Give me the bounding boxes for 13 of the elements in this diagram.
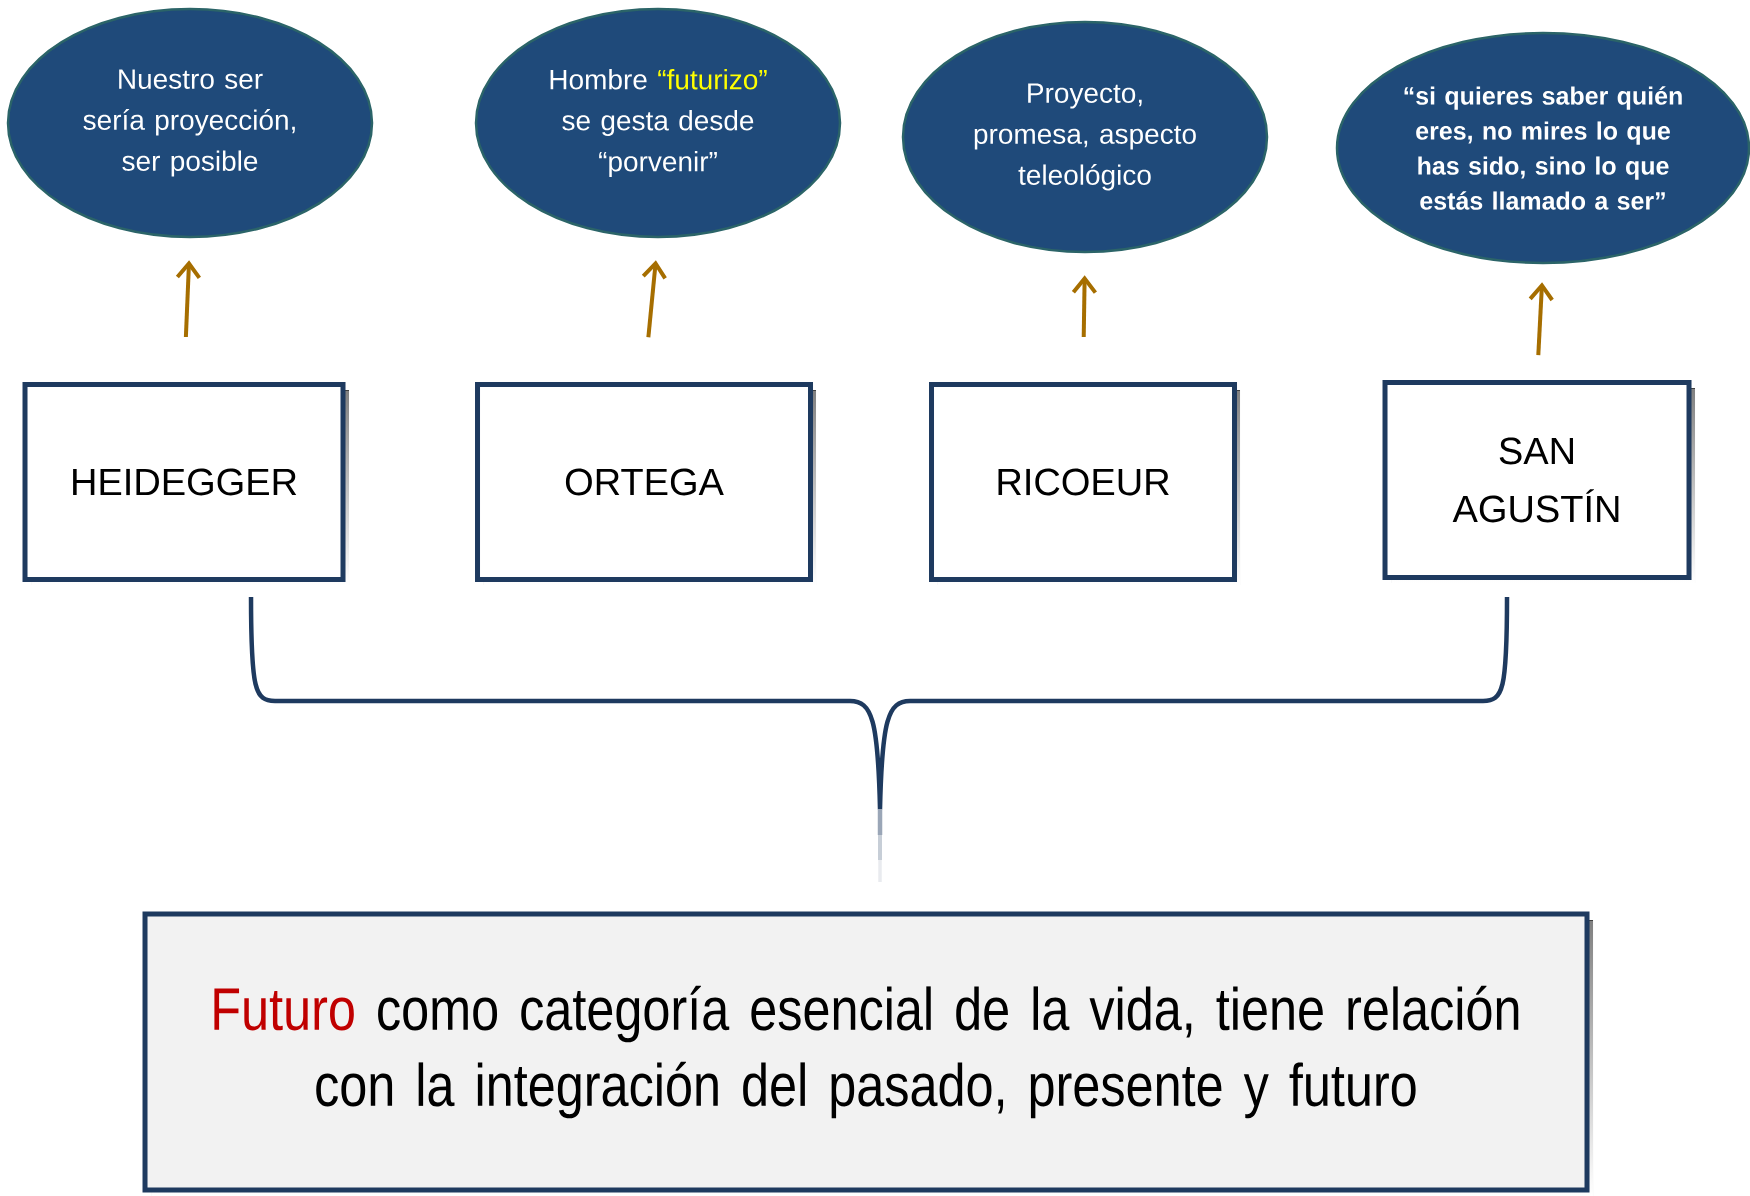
speech-oval: “si quieres saber quién eres, no mires lo que has sido, sino lo que estás llamado a ser” (1335, 31, 1750, 265)
name-box: HEIDEGGER (22, 382, 349, 585)
name-box: ORTEGA (475, 382, 816, 585)
conclusion-box: Futuro como categoría esencial de la vida, tiene relación con la integración del pasado, presente y futuro (142, 911, 1593, 1196)
speech-oval: Hombre “futurizo” se gesta desde “porvenir” (474, 7, 842, 239)
arrow (641, 260, 667, 338)
name-box: SAN AGUSTÍN (1382, 380, 1695, 583)
speech-oval: Proyecto, promesa, aspecto teleológico (901, 20, 1269, 254)
arrow (1528, 282, 1554, 356)
arrow (175, 260, 201, 338)
name-box: RICOEUR (929, 382, 1240, 585)
arrow (1071, 275, 1097, 338)
speech-oval: Nuestro ser sería proyección, ser posible (6, 7, 374, 239)
